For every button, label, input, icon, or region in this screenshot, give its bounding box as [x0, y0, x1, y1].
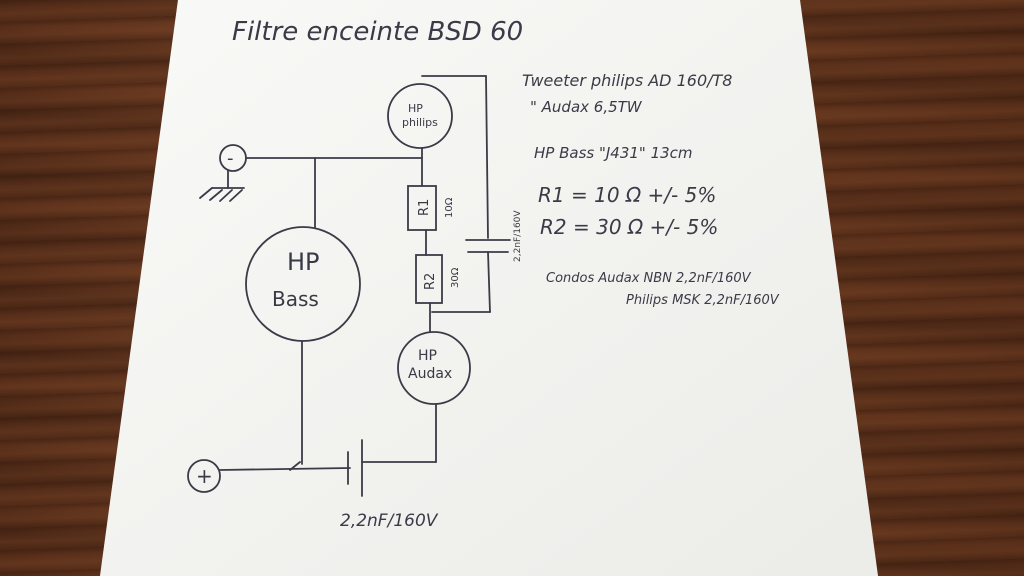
r1-label: R1	[417, 199, 432, 216]
note-condos-philips: Philips MSK 2,2nF/160V	[626, 293, 780, 308]
r2-resistor	[415, 254, 443, 304]
note-r1: R1 = 10 Ω +/- 5%	[538, 183, 716, 207]
note-tweeter-philips: Tweeter philips AD 160/T8	[522, 71, 732, 90]
note-condos-audax: Condos Audax NBN 2,2nF/160V	[546, 271, 752, 286]
r2-value: 30Ω	[450, 267, 461, 288]
plus-terminal	[187, 459, 221, 493]
diagram-title: Filtre enceinte BSD 60	[232, 17, 523, 47]
hp-philips-circle	[387, 83, 453, 149]
hp-philips-label-1: HP	[408, 102, 423, 115]
cap-right-label: 2,2nF/160V	[513, 210, 523, 262]
hp-bass-label-1: HP	[287, 248, 320, 276]
hp-bass-label-2: Bass	[272, 287, 319, 311]
r1-value: 10Ω	[444, 197, 455, 218]
hp-audax-label-2: Audax	[408, 366, 452, 382]
cap-bottom-label: 2,2nF/160V	[340, 511, 439, 531]
hp-audax-label-1: HP	[418, 348, 437, 364]
hp-philips-label-2: philips	[402, 116, 438, 129]
note-audax: " Audax 6,5TW	[530, 98, 643, 116]
plus-sign: +	[196, 464, 213, 488]
note-r2: R2 = 30 Ω +/- 5%	[540, 215, 718, 239]
r2-label: R2	[423, 273, 438, 290]
r1-resistor	[407, 185, 437, 231]
note-hp-bass: HP Bass "J431" 13cm	[534, 144, 693, 162]
hp-audax-circle	[397, 331, 471, 405]
minus-sign: -	[227, 148, 234, 169]
hp-bass-circle	[245, 226, 361, 342]
